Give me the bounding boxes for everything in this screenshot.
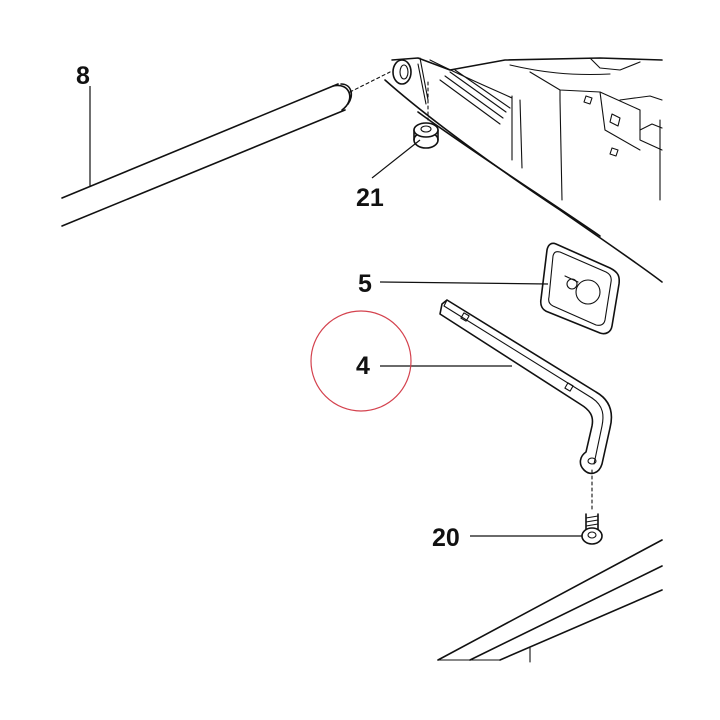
callout-4: 4 xyxy=(356,352,370,380)
part-20-screw xyxy=(581,469,603,545)
callout-leaders xyxy=(89,86,582,537)
part-8-rod xyxy=(61,59,412,227)
deck-rails xyxy=(437,539,663,663)
part-4-bracket xyxy=(439,299,613,475)
leader-21 xyxy=(371,139,421,179)
leader-5 xyxy=(379,281,549,285)
part-21-grommet xyxy=(413,81,439,149)
part-5-plate xyxy=(539,242,621,335)
highlight-circle xyxy=(310,310,412,412)
callout-5: 5 xyxy=(358,270,372,298)
machine-body xyxy=(384,57,663,283)
callout-21: 21 xyxy=(356,184,384,212)
callout-20: 20 xyxy=(432,524,460,552)
callout-8: 8 xyxy=(76,62,90,90)
